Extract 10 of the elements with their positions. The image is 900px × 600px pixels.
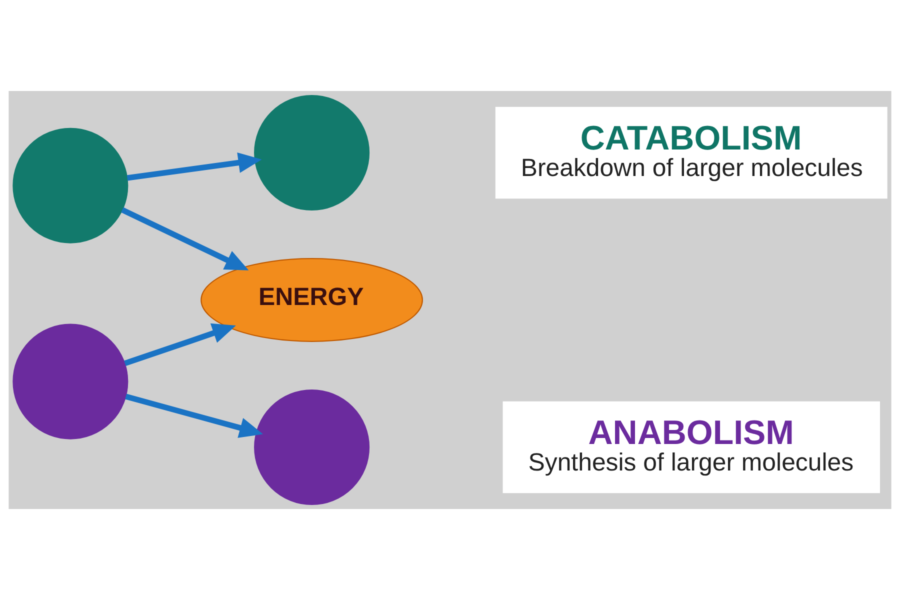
- arrow: [125, 394, 264, 438]
- node-circle: [12, 324, 128, 440]
- node-circle: [12, 128, 128, 244]
- node-box: CATABOLISM Breakdown of larger molecules: [495, 106, 888, 199]
- arrow: [121, 207, 249, 270]
- arrow: [124, 323, 236, 366]
- node-circle: [254, 389, 370, 506]
- arrow: [126, 152, 262, 181]
- node-box: ANABOLISM Synthesis of larger molecules: [502, 401, 880, 494]
- node-circle: [254, 94, 370, 211]
